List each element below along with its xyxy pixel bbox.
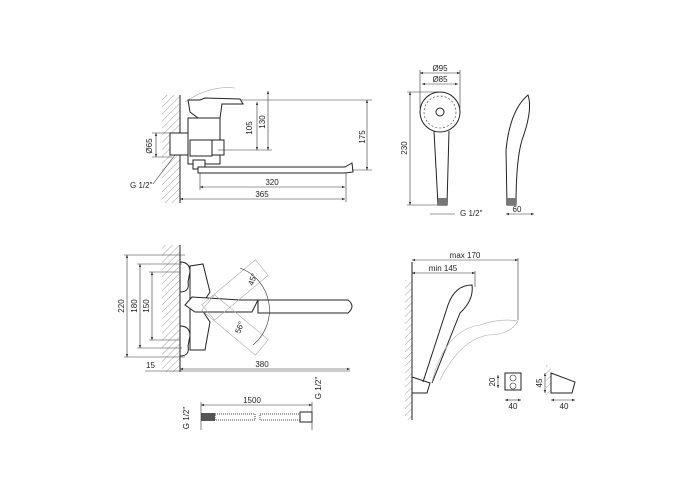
mixer-top-view: 220 180 150 15 380 45° 56° bbox=[117, 245, 353, 372]
dim-175: 175 bbox=[358, 130, 367, 144]
dim-20: 20 bbox=[488, 377, 497, 386]
holder-view: max 170 min 145 20 40 45 40 bbox=[405, 251, 576, 420]
dim-230: 230 bbox=[400, 141, 409, 155]
dim-40a: 40 bbox=[509, 402, 518, 411]
handshower-view: Ø95 Ø85 230 G 1/2" 60 bbox=[400, 64, 534, 218]
dim-380: 380 bbox=[255, 360, 269, 369]
thread-label: G 1/2" bbox=[130, 181, 153, 190]
dim-365: 365 bbox=[255, 190, 269, 199]
thread-label: G 1/2" bbox=[460, 209, 483, 218]
lever bbox=[187, 97, 244, 119]
dim-180: 180 bbox=[130, 299, 139, 313]
dim-45: 45 bbox=[535, 378, 544, 387]
dim-d95: Ø95 bbox=[432, 64, 448, 73]
dim-40b: 40 bbox=[560, 402, 569, 411]
thread-right: G 1/2" bbox=[314, 377, 323, 400]
lever bbox=[184, 296, 259, 313]
dim-d65: Ø65 bbox=[145, 138, 154, 154]
dim-max-170: max 170 bbox=[450, 251, 481, 260]
dim-130: 130 bbox=[258, 115, 267, 129]
dim-min-145: min 145 bbox=[429, 264, 458, 273]
dim-105: 105 bbox=[245, 121, 254, 135]
spout bbox=[257, 299, 353, 314]
angle-56: 56° bbox=[233, 320, 246, 334]
angle-45: 45° bbox=[246, 272, 259, 286]
dim-150: 150 bbox=[142, 299, 151, 313]
thread-left: G 1/2" bbox=[182, 407, 191, 430]
mixer-side-view: 105 130 175 320 365 Ø65 G 1/2" bbox=[130, 87, 372, 203]
dim-60: 60 bbox=[513, 205, 522, 214]
dim-15: 15 bbox=[146, 361, 155, 370]
dim-1500: 1500 bbox=[243, 396, 261, 405]
dim-320: 320 bbox=[265, 178, 279, 187]
hose-view: 1500 G 1/2" G 1/2" bbox=[182, 377, 323, 430]
dim-d85: Ø85 bbox=[432, 75, 448, 84]
spout bbox=[197, 162, 354, 174]
dim-220: 220 bbox=[117, 299, 126, 313]
